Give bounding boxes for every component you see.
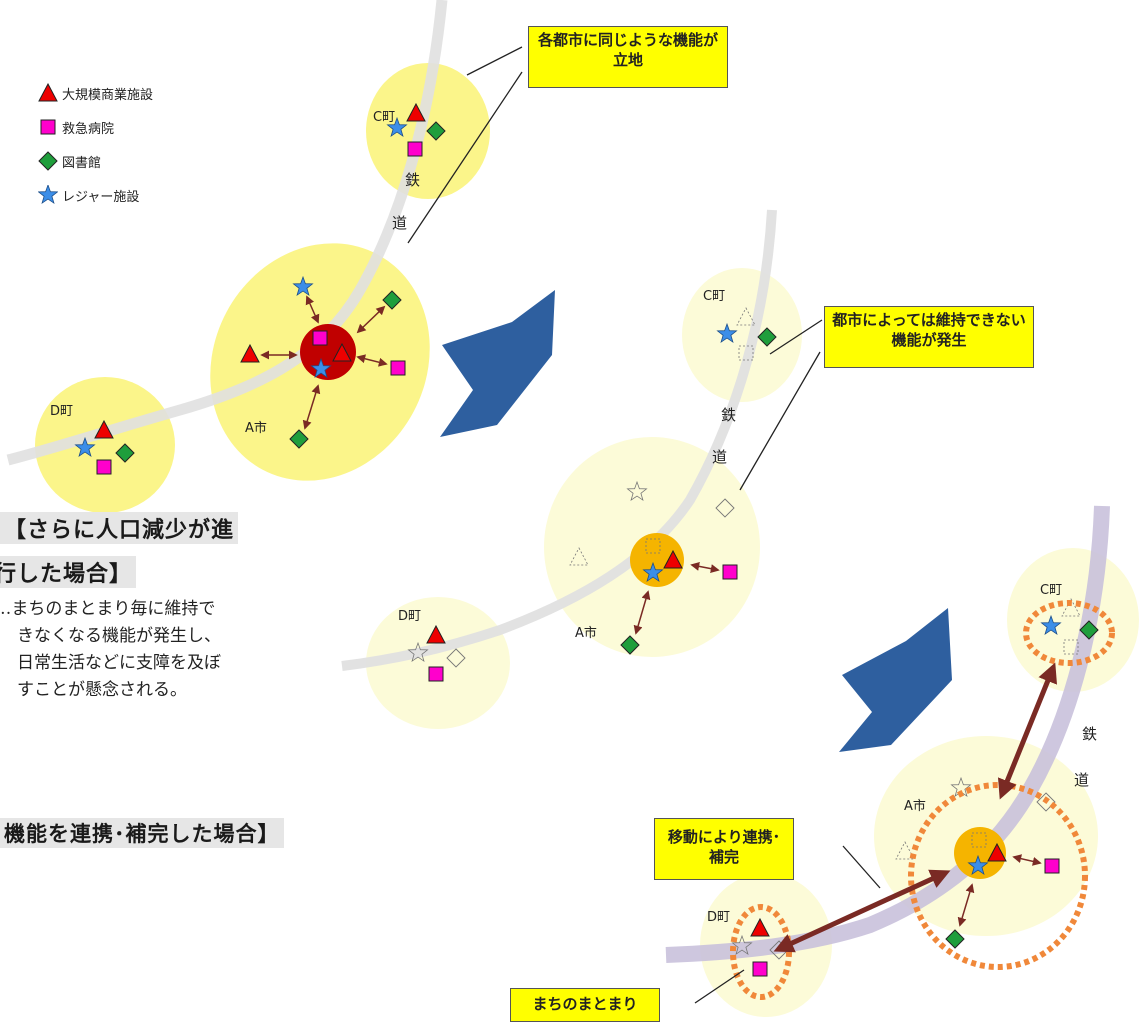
- callout-cluster: まちのまとまり: [510, 988, 660, 1022]
- heading-decline-line1: 【さらに人口減少が進: [0, 512, 239, 544]
- mutual-links-3: [773, 662, 1058, 953]
- magenta-square-icon: [40, 119, 56, 135]
- callout-pointer-3a: [842, 845, 881, 889]
- core-a-city-3: [954, 827, 1006, 879]
- scene-3: C町 A市 D町 鉄 道: [665, 505, 1139, 1017]
- zone-c-town-3: [1007, 548, 1139, 692]
- label-a-city-3: A市: [904, 798, 926, 814]
- label-rail-1a: 鉄: [405, 171, 420, 189]
- decline-description: ‥まちのまとまり毎に維持で きなくなる機能が発生し、 日常生活などに支障を及ぼ …: [0, 596, 330, 704]
- decline-desc-line-2: きなくなる機能が発生し、: [0, 626, 221, 646]
- legend-label-leisure: レジャー施設: [62, 190, 140, 205]
- decline-desc-line-4: すことが懸念される。: [0, 680, 187, 700]
- blue-star-icon: [38, 185, 58, 205]
- label-rail-1b: 道: [392, 214, 407, 232]
- callout-mutual: 移動により連携･補完: [654, 818, 794, 880]
- label-a-city-2: A市: [575, 625, 597, 641]
- scene-1: C町 A市 D町 鉄 道: [6, 0, 523, 513]
- core-a-city-1: [300, 324, 356, 380]
- label-rail-3b: 道: [1074, 771, 1089, 789]
- core-a-city-2: [630, 533, 684, 587]
- decline-desc-line-1: ‥まちのまとまり毎に維持で: [0, 599, 216, 619]
- label-rail-2b: 道: [712, 448, 727, 466]
- label-c-town-3: C町: [1040, 583, 1062, 598]
- facility-links-2: [633, 561, 720, 635]
- decline-desc-line-3: 日常生活などに支障を及ぼ: [0, 653, 221, 673]
- zone-d-town-2: [366, 597, 510, 729]
- callout-same-functions: 各都市に同じような機能が立地: [528, 26, 728, 88]
- label-c-town-1: C町: [373, 110, 395, 125]
- scene-2: C町 A市 D町 鉄 道: [341, 209, 823, 729]
- heading-decline-line2: 行した場合】: [0, 556, 137, 588]
- callout-pointer-1b: [407, 71, 523, 244]
- callout-pointer-2b: [739, 351, 821, 491]
- label-rail-3a: 鉄: [1082, 725, 1097, 743]
- heading-complement: 機能を連携･補完した場合】: [0, 818, 284, 848]
- red-triangle-icon: [38, 83, 58, 102]
- green-diamond-icon: [38, 151, 58, 171]
- callout-pointer-3b: [694, 969, 745, 1004]
- facility-links-1: [260, 295, 388, 430]
- transition-arrow-1: [440, 290, 555, 437]
- legend-label-commercial: 大規模商業施設: [62, 88, 154, 103]
- zone-d-town-1: [35, 377, 175, 513]
- legend-label-library: 図書館: [62, 156, 102, 171]
- legend-label-hospital: 救急病院: [62, 122, 115, 137]
- label-d-town-3: D町: [707, 910, 730, 925]
- label-c-town-2: C町: [703, 289, 725, 304]
- label-d-town-1: D町: [50, 404, 73, 419]
- callout-pointer-1a: [466, 46, 523, 76]
- cluster-ring-c-town: [1023, 600, 1115, 666]
- facility-links-3: [957, 854, 1042, 927]
- label-rail-2a: 鉄: [721, 406, 736, 424]
- label-a-city-1: A市: [245, 420, 267, 436]
- label-d-town-2: D町: [398, 609, 421, 624]
- callout-cannot-maintain: 都市によっては維持できない機能が発生: [824, 306, 1034, 368]
- callout-pointer-2a: [769, 319, 823, 355]
- transition-arrow-2: [839, 608, 952, 752]
- zone-c-town-2: [682, 268, 802, 402]
